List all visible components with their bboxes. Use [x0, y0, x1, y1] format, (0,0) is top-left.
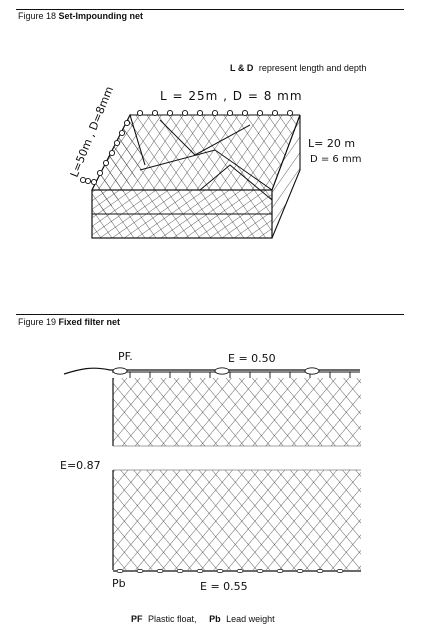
figure19-caption: Figure 19 Fixed filter net — [18, 317, 120, 327]
middle-rule — [16, 314, 404, 315]
figure18-title: Set-Impounding net — [58, 11, 144, 21]
label-right-depth: D = 6 mm — [310, 154, 361, 165]
label-top-dimensions: L = 25m , D = 8 mm — [160, 89, 303, 103]
float-line — [112, 371, 360, 378]
figure19-number: Figure 19 — [18, 317, 57, 327]
top-rule — [16, 9, 404, 10]
label-pb: Pb — [112, 577, 126, 590]
lead-line — [113, 569, 361, 574]
label-e-top: E = 0.50 — [228, 352, 276, 365]
figure18-number: Figure 18 — [18, 11, 57, 21]
label-right-length: L= 20 m — [308, 137, 355, 150]
net-lower-panel — [112, 469, 361, 570]
set-impounding-net-diagram: L & D represent length and depth L = 25m… — [68, 63, 366, 239]
net-upper-panel — [112, 378, 361, 447]
figure18-caption: Figure 18 Set-Impounding net — [18, 11, 143, 21]
plastic-floats — [112, 367, 320, 375]
figure19-key: PF Plastic float, Pb Lead weight — [131, 614, 275, 624]
figure19-title: Fixed filter net — [58, 317, 121, 327]
label-e-bottom: E = 0.55 — [200, 580, 248, 593]
water-surface-line — [63, 367, 360, 375]
label-e-left: E=0.87 — [60, 459, 101, 472]
figure18-legend: L & D represent length and depth — [230, 63, 366, 73]
float-row-top — [136, 109, 294, 117]
label-pf: PF. — [118, 350, 133, 363]
net-top-panel — [92, 115, 300, 190]
float-row-wing — [79, 119, 131, 186]
